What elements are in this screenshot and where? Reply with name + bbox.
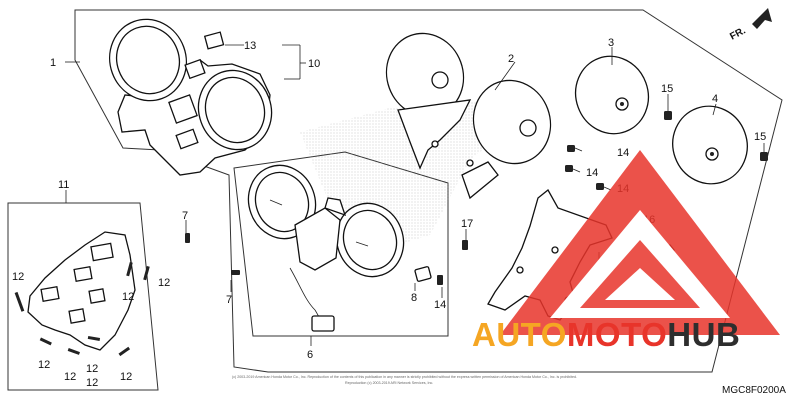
watermark-warning-triangle-icon: [500, 150, 780, 335]
callout-10: 10: [308, 58, 320, 70]
callout-12-h: 12: [86, 363, 98, 375]
front-direction-arrow-icon: [752, 8, 772, 29]
callout-15-b: 15: [754, 131, 766, 143]
meter-case-part-10: [108, 18, 273, 176]
screw-part-7-upper: [185, 233, 190, 243]
cover-part-11: [27, 231, 136, 351]
watermark-part-moto: MOTO: [567, 316, 667, 353]
front-direction-label: FR.: [728, 25, 748, 42]
callout-8: 8: [411, 292, 417, 304]
watermark-logo: AUTOMOTOHUB: [472, 316, 740, 353]
callout-14-a: 14: [617, 147, 629, 159]
callout-11: 11: [58, 179, 69, 191]
watermark-part-hub: HUB: [667, 316, 740, 353]
callout-7-lower: 7: [226, 294, 232, 306]
callout-12-d: 12: [38, 359, 50, 371]
screw-15-right: [760, 152, 768, 161]
callout-4: 4: [712, 93, 718, 105]
screw-14-bottom: [437, 275, 443, 285]
meter-housing-part-2: [385, 32, 552, 200]
copyright-line-1: (c) 2003-2019 American Honda Motor Co., …: [232, 375, 577, 379]
screw-15-top: [664, 111, 672, 120]
screw-14-lower: [596, 183, 612, 191]
callout-13: 13: [244, 40, 256, 52]
indicator-filter-part-13: [203, 31, 225, 50]
rear-cover-part-3: [574, 55, 650, 135]
meter-assembly-part-6: [247, 164, 405, 332]
subassembly-11-frame: [7, 202, 159, 391]
screw-part-17: [462, 240, 468, 250]
callout-12-b: 12: [122, 291, 134, 303]
callout-12-f: 12: [86, 377, 98, 389]
callout-12-g: 12: [120, 371, 132, 383]
callout-14-b: 14: [586, 167, 598, 179]
callout-2: 2: [508, 53, 514, 65]
callout-15-a: 15: [661, 83, 673, 95]
callout-14-d: 14: [434, 299, 446, 311]
callout-7-upper: 7: [182, 210, 188, 222]
pins-part-12: [14, 261, 150, 357]
callout-17: 17: [461, 218, 473, 230]
callout-12-a: 12: [12, 271, 24, 283]
callout-6: 6: [307, 349, 313, 361]
callout-1: 1: [50, 57, 56, 69]
rear-cover-part-4: [672, 105, 748, 185]
assembly-frame-outline: [74, 9, 783, 373]
diagram-code: MGC8F0200A: [722, 385, 786, 396]
callout-3: 3: [608, 37, 614, 49]
callout-12-c: 12: [158, 277, 170, 289]
copyright-line-2: Reproduction (c) 2003-2019 ARI Network S…: [345, 381, 433, 385]
socket-part-8: [414, 266, 432, 282]
screw-14-upper: [567, 145, 583, 152]
callout-12-e: 12: [64, 371, 76, 383]
watermark-part-auto: AUTO: [472, 316, 567, 353]
screw-14-middle: [565, 165, 581, 173]
screw-part-7-lower: [231, 270, 240, 275]
